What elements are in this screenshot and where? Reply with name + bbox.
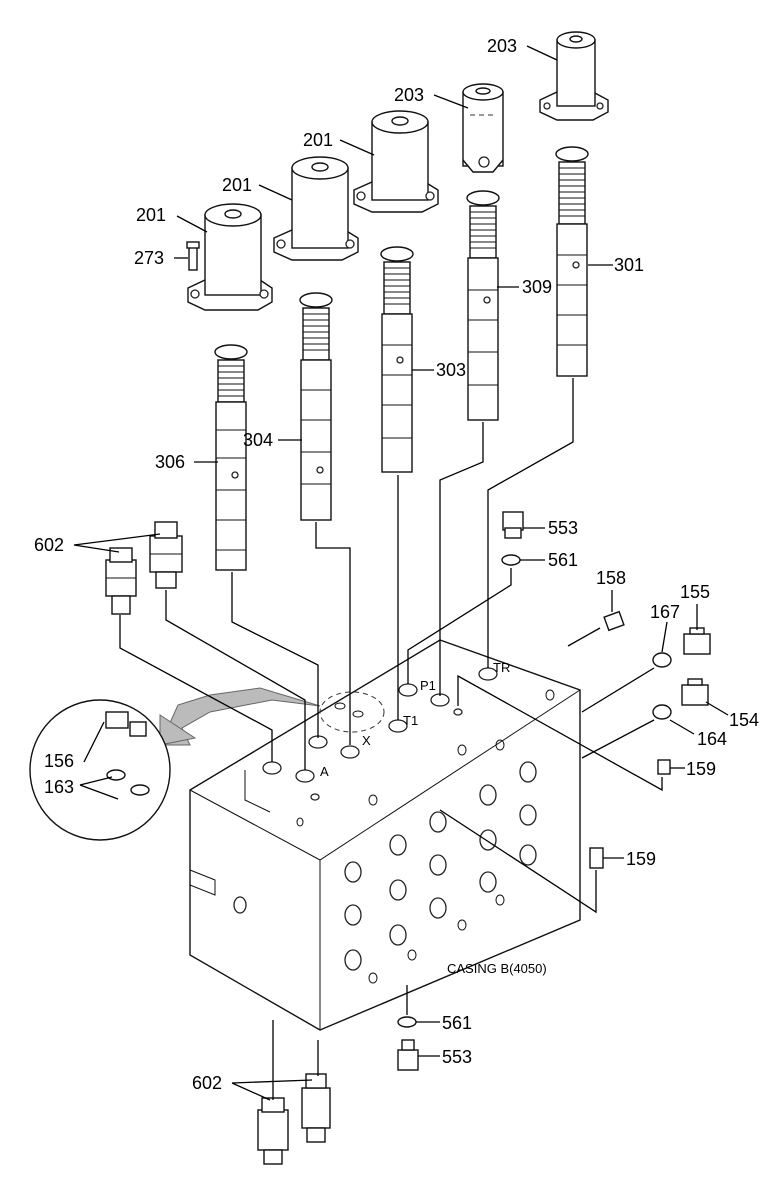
label-164: 164 — [697, 729, 727, 749]
connection-lines — [119, 378, 663, 1100]
label-273: 273 — [134, 248, 164, 268]
label-158: 158 — [596, 568, 626, 588]
label-553-bottom: 553 — [442, 1047, 472, 1067]
port-mark-t1: T1 — [403, 713, 418, 728]
label-159-upper: 159 — [686, 759, 716, 779]
relief-valve-602-right — [149, 521, 183, 589]
label-154: 154 — [729, 710, 759, 730]
spool-301 — [555, 146, 589, 377]
solenoid-sleeve-201-mid — [273, 156, 359, 261]
label-602-bottom: 602 — [192, 1073, 222, 1093]
label-201-mid: 201 — [222, 175, 252, 195]
spool-303 — [380, 246, 414, 473]
label-301: 301 — [614, 255, 644, 275]
spool-309 — [466, 190, 500, 421]
o-ring-561-bottom — [397, 1016, 417, 1028]
bolt-273 — [186, 241, 200, 271]
relief-valve-602-bottom-left — [257, 1097, 289, 1165]
label-561-top: 561 — [548, 550, 578, 570]
part-labels: 203 203 201 201 201 273 301 309 303 304 … — [34, 36, 759, 1093]
label-201-left: 201 — [136, 205, 166, 225]
solenoid-sleeve-201-right — [353, 110, 439, 213]
label-155: 155 — [680, 582, 710, 602]
label-561-bottom: 561 — [442, 1013, 472, 1033]
spool-306 — [214, 344, 248, 571]
label-163: 163 — [44, 777, 74, 797]
label-159-lower: 159 — [626, 849, 656, 869]
label-553-top: 553 — [548, 518, 578, 538]
label-201-right: 201 — [303, 130, 333, 150]
label-156: 156 — [44, 751, 74, 771]
port-mark-p1: P1 — [420, 678, 436, 693]
plug-158 — [603, 610, 625, 632]
o-ring-164 — [652, 704, 672, 720]
label-602-top: 602 — [34, 535, 64, 555]
solenoid-sleeve-201-left — [187, 203, 273, 311]
label-167: 167 — [650, 602, 680, 622]
label-306: 306 — [155, 452, 185, 472]
plug-553-bottom — [397, 1039, 419, 1071]
relief-valve-602-left — [105, 547, 137, 615]
label-leaders — [73, 45, 729, 1101]
plug-159-upper — [657, 759, 671, 775]
plug-553-top — [502, 511, 524, 539]
casing-caption: CASING B(4050) — [447, 961, 547, 976]
o-ring-561-top — [501, 554, 521, 566]
label-309: 309 — [522, 277, 552, 297]
port-mark-tr: TR — [493, 660, 510, 675]
solenoid-sleeve-203-cut — [462, 83, 504, 173]
port-mark-x: X — [362, 733, 371, 748]
label-304: 304 — [243, 430, 273, 450]
label-303: 303 — [436, 360, 466, 380]
plug-154 — [681, 678, 709, 706]
plug-155 — [683, 627, 711, 655]
spool-304 — [299, 292, 333, 521]
port-mark-a: A — [320, 764, 329, 779]
detail-inset — [29, 687, 321, 841]
solenoid-sleeve-203-right — [539, 31, 609, 121]
o-ring-167 — [652, 652, 672, 668]
casing-block: TR T1 A P1 X — [189, 639, 581, 1031]
label-203-mid: 203 — [394, 85, 424, 105]
label-203-top: 203 — [487, 36, 517, 56]
plug-159-lower — [589, 847, 604, 869]
relief-valve-602-bottom-right — [301, 1073, 331, 1143]
